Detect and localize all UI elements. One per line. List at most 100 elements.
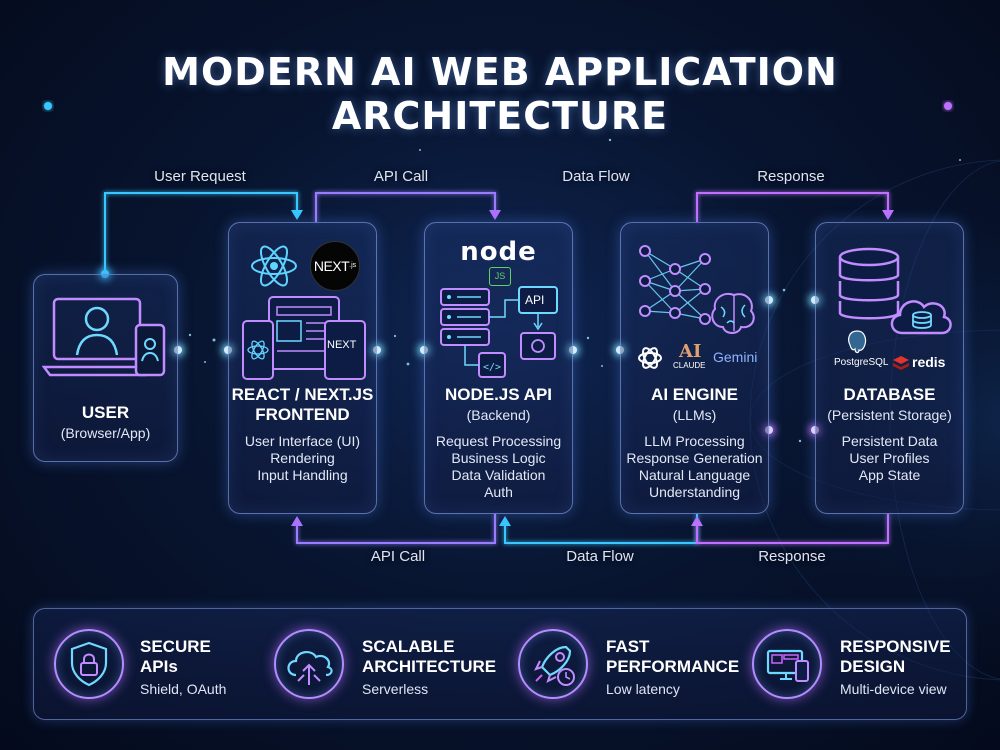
backend-desc-line: Request Processing [435, 433, 562, 449]
svg-text:</>: </> [483, 362, 501, 373]
devices-icon [766, 649, 809, 682]
user-node[interactable]: USER (Browser/App) [33, 274, 178, 462]
node-dot [765, 296, 773, 304]
ai-engine-node-name: AI ENGINE [651, 385, 738, 404]
feature-secure-badge[interactable] [54, 629, 124, 699]
frontend-node-desc: User Interface (UI) Rendering Input Hand… [229, 433, 376, 484]
user-node-name: USER [81, 403, 130, 422]
cloud-icon [287, 651, 333, 685]
claude-label: CLAUDE [673, 361, 706, 370]
feature-responsive-badge[interactable] [752, 629, 822, 699]
redis-label: redis [912, 354, 946, 370]
neural-network-icon [639, 245, 711, 325]
backend-node-desc: Request Processing Business Logic Data V… [425, 433, 572, 501]
backend-desc-line: Business Logic [451, 450, 546, 466]
postgresql-icon [848, 330, 867, 354]
database-desc-line: Persistent Data [841, 433, 938, 449]
wire-user-request [104, 192, 298, 274]
backend-desc-line: Data Validation [451, 467, 546, 483]
shield-lock-icon [70, 641, 108, 687]
nodejs-logo-text: node [460, 237, 537, 267]
feature-scalable-badge[interactable] [274, 629, 344, 699]
cloud-db-icon [890, 300, 952, 335]
ai-desc-line: Natural Language [638, 467, 751, 483]
feature-fast-badge[interactable] [518, 629, 588, 699]
wire-response-bottom [696, 514, 889, 544]
feature-secure-sub: Shield, OAuth [140, 681, 227, 697]
nodejs-js-badge: JS [489, 267, 511, 286]
ai-engine-node-sub: (LLMs) [672, 407, 717, 423]
rocket-icon [534, 645, 575, 686]
backend-node-name: NODE.JS API [444, 385, 553, 404]
postgresql-label: PostgreSQL [834, 357, 889, 368]
title-underline-dot-left [44, 102, 52, 110]
frontend-node-name-line2: FRONTEND [255, 405, 350, 424]
flow-label-response-bottom: Response [758, 548, 826, 565]
database-desc-line: App State [858, 467, 921, 483]
flow-label-data-flow-top: Data Flow [562, 168, 630, 185]
flow-label-api-call-bottom: API Call [370, 548, 426, 565]
title-underline-dot-right [944, 102, 952, 110]
brain-icon [711, 293, 755, 334]
database-desc-line: User Profiles [849, 450, 930, 466]
wire-api-call-top [315, 192, 496, 222]
node-dot [174, 346, 182, 354]
arrow-api-call-bottom [291, 516, 303, 526]
ai-desc-line: Response Generation [626, 450, 763, 466]
wire-data-flow-bottom [504, 514, 698, 544]
feature-secure-title: SECURE APIs [140, 637, 211, 677]
claude-logo: AI [679, 341, 702, 362]
ai-engine-node-desc: LLM Processing Response Generation Natur… [621, 433, 768, 501]
page-title: MODERN AI WEB APPLICATION ARCHITECTURE [162, 50, 838, 138]
features-panel: SECURE APIs Shield, OAuth SCALABLE ARCHI… [33, 608, 967, 720]
backend-desc-line: Auth [484, 484, 513, 500]
nextjs-logo-sup: .js [349, 262, 357, 269]
feature-title-line: PERFORMANCE [606, 657, 740, 676]
backend-node-sub: (Backend) [466, 407, 531, 423]
flow-label-data-flow-bottom: Data Flow [566, 548, 634, 565]
nodejs-logo: node [425, 237, 572, 267]
openai-icon [638, 347, 662, 369]
feature-title-line: RESPONSIVE [840, 637, 951, 656]
frontend-node[interactable]: NEXT.js NEXT REACT / NEXT.JS FRONTEND Us… [228, 222, 377, 514]
arrow-user-request [291, 210, 303, 220]
arrow-response-bottom [691, 516, 703, 526]
backend-node[interactable]: node JS </> API NODE.JS API (Backend) Re… [424, 222, 573, 514]
nextjs-logo-text: NEXT [313, 258, 350, 274]
server-api-icon: </> [440, 286, 558, 378]
ai-engine-node[interactable]: AI CLAUDE Gemini AI ENGINE (LLMs) LLM Pr… [620, 222, 769, 514]
flow-label-api-call-top: API Call [373, 168, 429, 185]
wire-api-call-bottom [296, 514, 496, 544]
node-dot [569, 346, 577, 354]
feature-fast-title: FAST PERFORMANCE [606, 637, 739, 677]
nextjs-logo: NEXT.js [310, 241, 360, 291]
ui-screens-icon [242, 296, 366, 380]
feature-responsive-title: RESPONSIVE DESIGN [840, 637, 951, 677]
screen-nextjs-label: NEXT [327, 339, 357, 351]
user-node-sub: (Browser/App) [60, 425, 151, 441]
flow-label-user-request: User Request [154, 168, 246, 185]
frontend-desc-line: Rendering [270, 450, 335, 466]
feature-title-line: SCALABLE [362, 637, 455, 656]
ai-desc-line: Understanding [648, 484, 741, 500]
arrow-response-top [882, 210, 894, 220]
database-node-sub: (Persistent Storage) [827, 407, 952, 423]
arrow-api-call-top [489, 210, 501, 220]
database-node[interactable]: PostgreSQL redis DATABASE (Persistent St… [815, 222, 964, 514]
frontend-node-name-line1: REACT / NEXT.JS [231, 385, 374, 404]
feature-title-line: DESIGN [840, 657, 906, 676]
database-node-name: DATABASE [843, 385, 936, 404]
database-node-desc: Persistent Data User Profiles App State [816, 433, 963, 484]
api-badge-label: API [525, 293, 545, 307]
feature-scalable-title: SCALABLE ARCHITECTURE [362, 637, 496, 677]
feature-title-line: SECURE [140, 637, 211, 656]
feature-title-line: ARCHITECTURE [362, 657, 497, 676]
node-dot [373, 346, 381, 354]
gemini-label: Gemini [713, 349, 758, 365]
wire-response-top [696, 192, 889, 222]
feature-responsive-sub: Multi-device view [840, 681, 947, 697]
feature-title-line: APIs [140, 657, 178, 676]
database-stack-icon [838, 247, 900, 320]
redis-icon [893, 356, 909, 370]
feature-title-line: FAST [606, 637, 650, 656]
